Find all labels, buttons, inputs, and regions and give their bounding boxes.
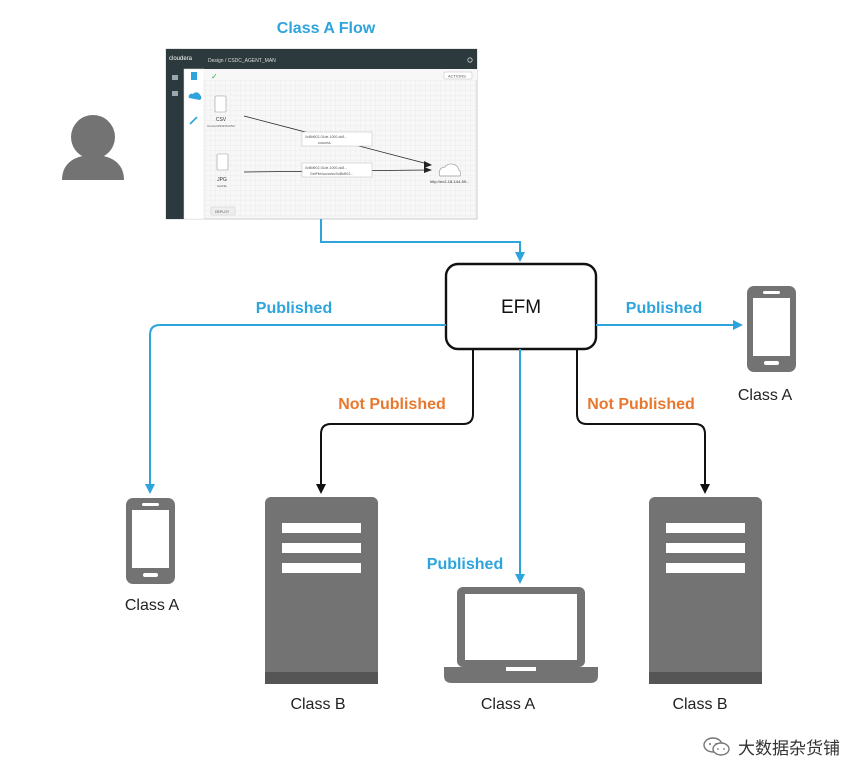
ui-deploy-button — [210, 206, 236, 216]
ui-deploy-label: DEPLOY — [215, 210, 230, 214]
edge-label-right-not-published: Not Published — [587, 396, 695, 413]
ui-cloud-palette-icon — [188, 92, 202, 100]
device-label-laptop: Class A — [481, 696, 536, 713]
ui-nav-grid-icon — [172, 75, 178, 80]
edge-efm-to-left-phone — [145, 324, 446, 494]
watermark-text: 大数据杂货铺 — [738, 739, 840, 759]
ui-connection-1-id: 0cf8d902-01de-1000-dc8... — [305, 135, 347, 139]
ui-actions-label: ACTIONS — [448, 74, 466, 79]
efm-ui-screenshot: cloudera Design / CSDC_AGENT_MAN ✓ ACTIO… — [165, 48, 478, 220]
ui-processor-palette-icon — [191, 72, 197, 80]
ui-target-url: http://ec2-18-144-59... — [430, 179, 469, 184]
ui-processor-jpg — [216, 153, 229, 171]
edge-efm-to-right-server — [576, 349, 710, 494]
server-right — [649, 497, 762, 684]
ui-nav-flow-icon — [172, 91, 178, 96]
ui-processor-csv-type: ConvertJSONToCSV — [207, 124, 235, 128]
edge-label-left-not-published: Not Published — [338, 396, 446, 413]
ui-connection-1 — [301, 131, 373, 147]
ui-breadcrumb: Design / CSDC_AGENT_MAN — [208, 58, 276, 64]
phone-left — [126, 498, 175, 584]
device-label-phone-right: Class A — [738, 387, 793, 404]
ui-connection-2-rel: GetFile/success/0cf8d902... — [310, 172, 353, 176]
ui-connection-2 — [301, 162, 373, 178]
ui-connection-2-id: 0cf8d902-01de-1000-dc8... — [305, 166, 347, 170]
edge-label-right-published: Published — [626, 300, 702, 317]
wechat-icon — [703, 736, 730, 756]
edge-label-center-published: Published — [427, 556, 503, 573]
ui-processor-jpg-type: GetFile — [217, 184, 227, 188]
ui-processor-csv — [214, 95, 227, 113]
efm-hub-label: EFM — [501, 297, 541, 318]
ui-processor-csv-label: CSV — [216, 117, 227, 123]
laptop — [444, 587, 598, 683]
ui-processor-jpg-label: JPG — [217, 177, 227, 183]
ui-cloud-icon — [438, 163, 461, 177]
ui-connection-1-rel: success — [318, 141, 331, 145]
device-label-server-right: Class B — [672, 696, 727, 713]
edge-label-left-published: Published — [256, 300, 332, 317]
ui-refresh-icon — [467, 57, 473, 63]
ui-check-icon: ✓ — [211, 72, 218, 81]
flow-edge-ui-to-efm — [320, 219, 525, 262]
edge-efm-to-left-server — [316, 349, 474, 494]
ui-pencil-palette-icon — [189, 116, 198, 125]
device-label-server-left: Class B — [290, 696, 345, 713]
server-left — [265, 497, 378, 684]
device-label-phone-left: Class A — [125, 597, 180, 614]
watermark: 大数据杂货铺 — [702, 734, 840, 759]
ui-brand: cloudera — [169, 56, 193, 62]
ui-actions-button — [443, 71, 473, 80]
user-icon — [62, 115, 124, 180]
diagram-title: Class A Flow — [277, 20, 376, 37]
phone-right — [747, 286, 796, 372]
